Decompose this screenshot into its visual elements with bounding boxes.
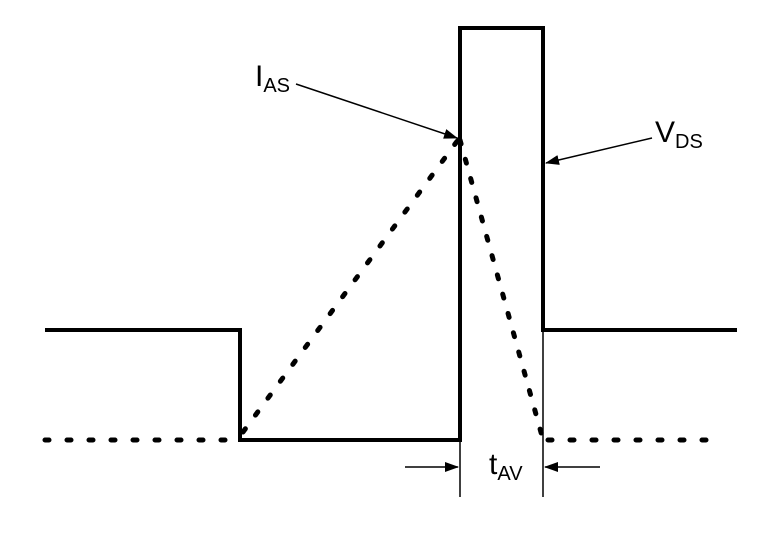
vds-waveform xyxy=(45,26,737,442)
ias-leader-arrow xyxy=(295,83,458,139)
vds-label: VDS xyxy=(655,116,703,153)
ias-ramp-down xyxy=(457,137,545,439)
ias-ramp-up xyxy=(240,137,461,435)
vds-leader-arrow xyxy=(545,137,653,165)
ias-label: IAS xyxy=(255,60,290,97)
tav-label: tAV xyxy=(489,448,523,485)
